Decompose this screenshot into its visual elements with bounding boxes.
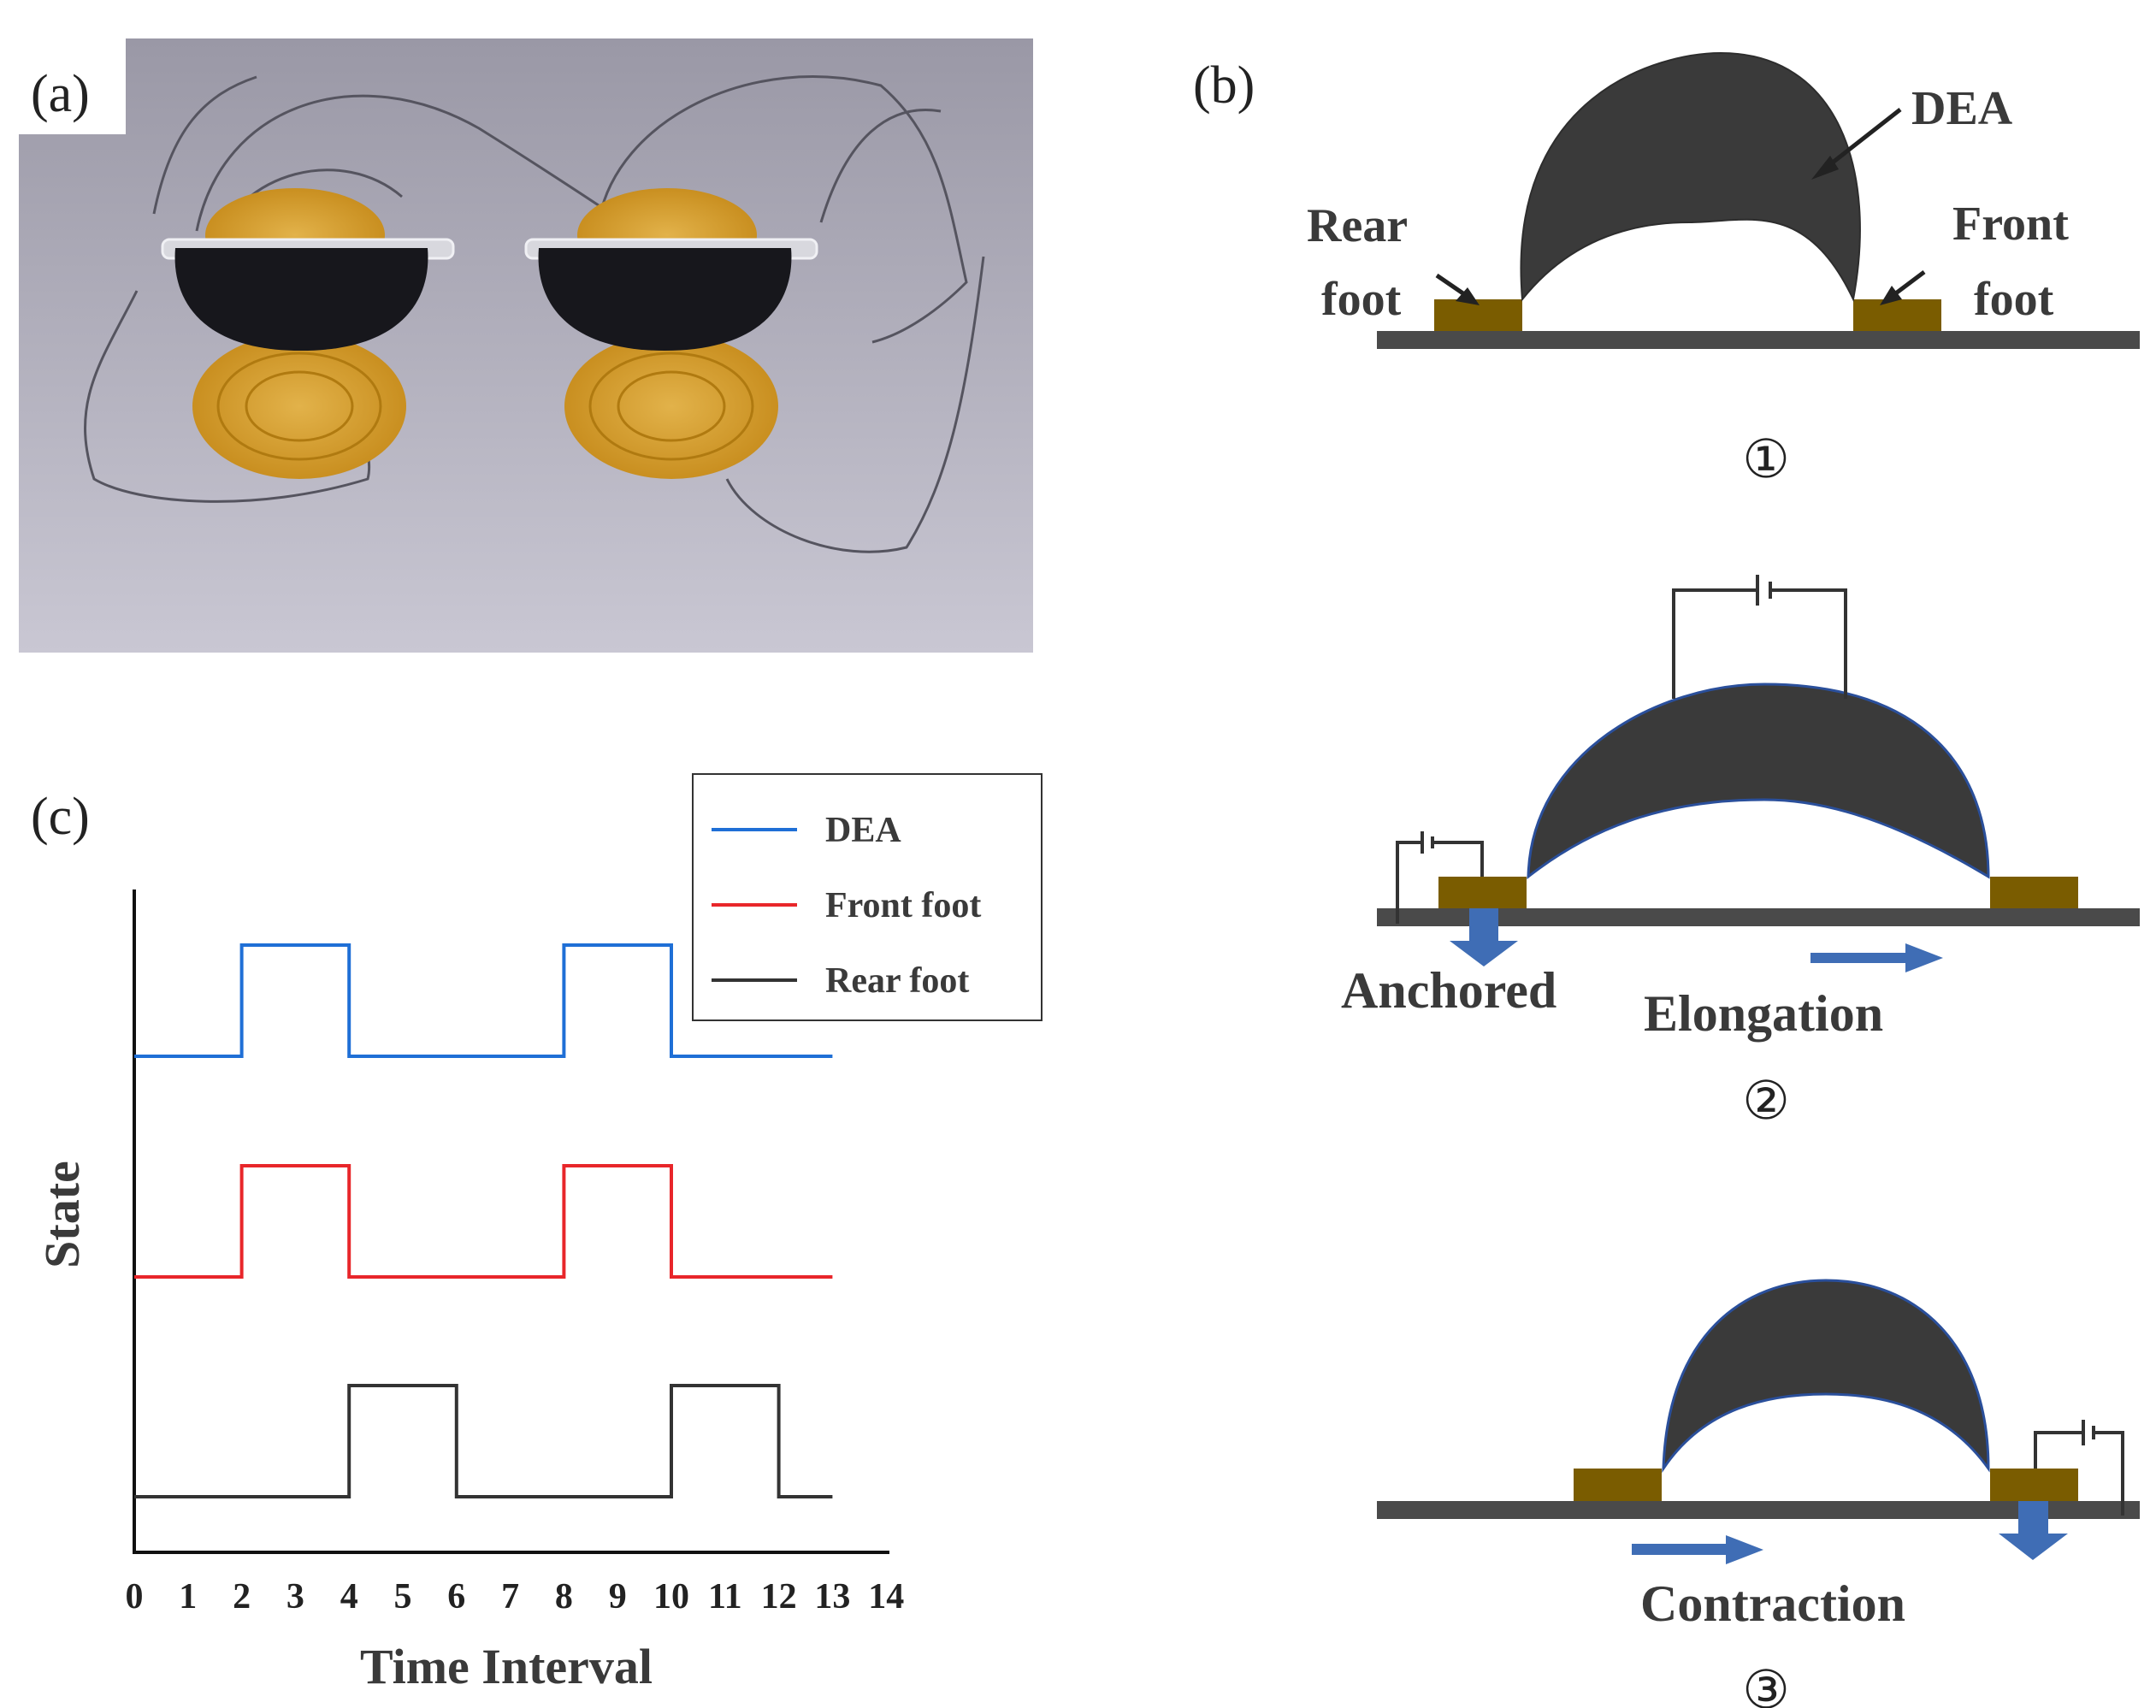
x-tick-label: 12 xyxy=(761,1577,797,1616)
series-line-dea xyxy=(134,943,833,1058)
contraction-label: Contraction xyxy=(1640,1575,1905,1632)
x-tick-label: 6 xyxy=(447,1577,465,1616)
elongation-label: Elongation xyxy=(1644,985,1883,1042)
panel-a-label: (a) xyxy=(31,65,90,123)
stage-1: DEA Rear foot Front foot ① xyxy=(1307,51,2140,489)
front-foot-block-3 xyxy=(1990,1469,2078,1501)
x-tick-label: 11 xyxy=(708,1577,742,1616)
legend-label: Front foot xyxy=(825,886,981,925)
dea-label: DEA xyxy=(1911,82,2013,135)
x-axis-title: Time Interval xyxy=(360,1639,653,1694)
dea-leader-line xyxy=(1820,108,1902,173)
rear-foot-label-line-1: Rear xyxy=(1307,199,1408,252)
dea-dome-2 xyxy=(1527,683,1990,880)
series-line-front-foot xyxy=(134,1164,833,1279)
step-1-marker: ① xyxy=(1742,431,1790,489)
contraction-arrow xyxy=(1632,1535,1763,1564)
series-layer xyxy=(134,943,833,1498)
x-tick-label: 1 xyxy=(179,1577,197,1616)
lower-foot-disc-left-ring xyxy=(216,352,382,461)
photo-label-box xyxy=(19,38,126,134)
dea-dome-1 xyxy=(1520,51,1861,303)
ground-line-2 xyxy=(1377,908,2140,926)
panel-b: (b) DEA Rear foot Front foot ① xyxy=(1193,51,2140,1708)
lower-foot-disc-right-ring xyxy=(588,352,754,461)
x-tick-label: 3 xyxy=(286,1577,304,1616)
dea-dome-3 xyxy=(1662,1279,1990,1474)
x-tick-label: 13 xyxy=(814,1577,850,1616)
ground-line-1 xyxy=(1377,331,2140,349)
panel-c-label: (c) xyxy=(31,788,90,846)
lower-foot-disc-left xyxy=(192,334,406,479)
anchored-arrow xyxy=(1450,908,1518,966)
actuator-dome-left xyxy=(174,248,428,351)
dea-arrowhead xyxy=(1811,156,1839,180)
legend-label: DEA xyxy=(825,811,901,850)
front-anchor-arrow xyxy=(1999,1501,2068,1560)
elongation-arrow xyxy=(1810,943,1943,972)
x-tick-label: 7 xyxy=(501,1577,519,1616)
front-foot-block-1 xyxy=(1853,299,1941,331)
actuator-dome-right xyxy=(538,248,792,351)
x-tick-label: 10 xyxy=(653,1577,689,1616)
x-tick-label: 8 xyxy=(555,1577,573,1616)
step-2-marker: ② xyxy=(1742,1073,1790,1131)
lower-foot-disc-left-ring-inner xyxy=(245,370,354,442)
legend-label: Rear foot xyxy=(825,961,969,1001)
x-tick-label: 2 xyxy=(233,1577,251,1616)
series-line-rear-foot xyxy=(134,1384,833,1498)
ground-line-3 xyxy=(1377,1501,2140,1519)
step-3-marker: ③ xyxy=(1742,1662,1790,1708)
front-foot-arrowhead xyxy=(1880,286,1902,305)
front-foot-label-line-2: foot xyxy=(1974,273,2054,326)
y-axis-title: State xyxy=(34,1161,90,1268)
x-tick-label: 14 xyxy=(868,1577,904,1616)
front-foot-label-line-1: Front xyxy=(1952,198,2069,251)
rear-foot-voltage-circuit xyxy=(1396,831,1484,924)
rear-foot-block-3 xyxy=(1574,1469,1662,1501)
panel-b-label: (b) xyxy=(1193,56,1255,115)
lower-foot-disc-right-ring-inner xyxy=(617,370,726,442)
front-foot-block-2 xyxy=(1990,877,2078,908)
x-tick-label: 5 xyxy=(394,1577,412,1616)
x-tick-label: 9 xyxy=(609,1577,627,1616)
x-tick-label: 0 xyxy=(126,1577,144,1616)
stage-2: Anchored Elongation ② xyxy=(1341,575,2140,1131)
panel-a: (a) xyxy=(19,38,1033,653)
front-foot-voltage-circuit xyxy=(2034,1420,2124,1516)
rear-foot-label-line-2: foot xyxy=(1321,273,1402,326)
lower-foot-disc-right xyxy=(564,334,778,479)
x-tick-label: 4 xyxy=(340,1577,358,1616)
photo-background xyxy=(19,38,1033,653)
rear-foot-arrowhead xyxy=(1456,287,1480,305)
anchored-label: Anchored xyxy=(1341,962,1556,1019)
rear-foot-block-2 xyxy=(1438,877,1527,908)
stage-3: Contraction ③ xyxy=(1377,1279,2140,1708)
dea-voltage-circuit xyxy=(1672,575,1847,699)
